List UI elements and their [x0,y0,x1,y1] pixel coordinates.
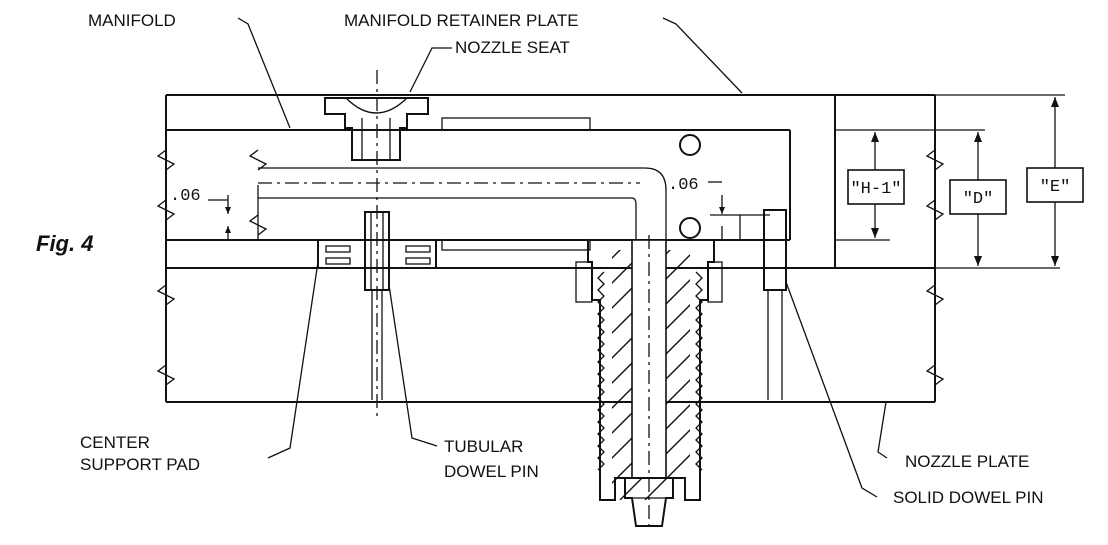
manifold-label: MANIFOLD [88,11,176,30]
nozzle-body [575,235,723,530]
left-gap-dimension: .06 [170,187,201,206]
manifold-retainer-plate-label: MANIFOLD RETAINER PLATE [344,11,579,30]
o-ring-upper [679,134,701,156]
tubular-dowel-pin [364,211,390,400]
break-marks [156,149,945,386]
solid-dowel-pin-label: SOLID DOWEL PIN [893,488,1044,507]
melt-channel [257,167,667,240]
d-dimension-label: "D" [963,190,994,209]
right-gap-dimension: .06 [668,176,699,195]
plates [165,94,936,403]
o-ring-lower [679,217,701,239]
d-dimension-box [949,179,1007,215]
manifold-pocket-block [441,117,591,131]
nozzle-plate-label: NOZZLE PLATE [905,452,1029,471]
e-dimension-box [1026,167,1084,203]
leader-lines [237,17,888,498]
h1-dimension-box [847,169,905,205]
center-support-pad-label-line2: SUPPORT PAD [80,455,200,474]
center-support-pad-label-line1: CENTER [80,433,150,452]
figure-label: Fig. 4 [36,231,93,256]
tubular-dowel-pin-label-line2: DOWEL PIN [444,462,539,481]
nozzle-tip [624,477,674,527]
heater-coils [597,271,703,471]
nozzle-seat [324,97,429,161]
e-dimension-label: "E" [1040,178,1071,197]
solid-dowel-pin-shape [763,209,787,400]
center-support-pad [317,239,437,269]
nozzle-seat-label: NOZZLE SEAT [455,38,570,57]
lower-pocket-block [441,239,591,251]
dimension-lines [208,94,1065,269]
tubular-dowel-pin-label-line1: TUBULAR [444,437,523,456]
h1-dimension-label: "H-1" [850,180,901,199]
